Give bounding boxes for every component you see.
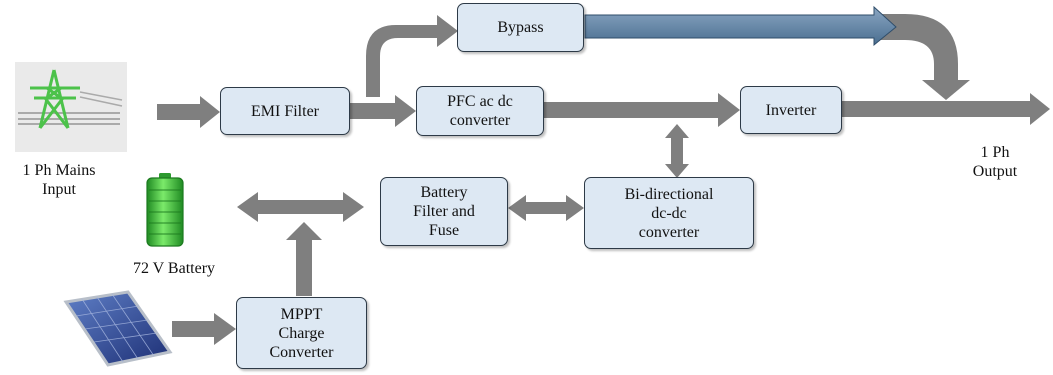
battery-label: 72 V Battery: [132, 260, 216, 277]
arrow-batteryfilter-bidirectional: [508, 195, 584, 221]
battery-filter-block: Battery Filter and Fuse: [380, 177, 508, 246]
bypass-label: Bypass: [497, 19, 544, 36]
emi-filter-block: EMI Filter: [220, 87, 350, 135]
mppt-converter-block: MPPT Charge Converter: [236, 297, 367, 369]
arrow-inverter-bidirectional: [665, 124, 689, 178]
bidirectional-converter-block: Bi-directional dc-dc converter: [584, 177, 754, 249]
arrow-inverter-to-output: [842, 93, 1050, 125]
arrow-to-bypass: [366, 15, 458, 97]
arrow-bypass-to-output: [880, 14, 970, 100]
solar-panel-icon: [63, 290, 173, 367]
pfc-converter-label: PFC ac dc converter: [447, 93, 513, 129]
battery-filter-label: Battery Filter and Fuse: [413, 184, 475, 239]
mppt-converter-label: MPPT Charge Converter: [269, 305, 334, 361]
output-label: 1 Ph Output: [972, 144, 1018, 180]
arrows: [157, 14, 1050, 345]
power-tower-icon: [15, 62, 127, 152]
bypass-block: Bypass: [457, 3, 584, 52]
bidirectional-converter-label: Bi-directional dc-dc converter: [624, 185, 714, 241]
mains-input-label: 1 Ph Mains Input: [22, 162, 96, 198]
arrow-solar-to-mppt: [172, 313, 236, 345]
arrow-pfc-to-inverter: [544, 93, 740, 127]
arrow-mppt-up: [286, 222, 322, 296]
arrow-mains-to-emi: [157, 96, 220, 128]
inverter-block: Inverter: [740, 86, 842, 134]
battery-icon: [146, 173, 184, 247]
arrow-emi-to-pfc: [350, 95, 416, 127]
inverter-label: Inverter: [765, 101, 817, 119]
pfc-converter-block: PFC ac dc converter: [416, 86, 544, 136]
arrow-bypass-right: [584, 5, 897, 47]
arrow-battery-batteryfilter: [237, 192, 364, 222]
emi-filter-label: EMI Filter: [251, 102, 319, 120]
